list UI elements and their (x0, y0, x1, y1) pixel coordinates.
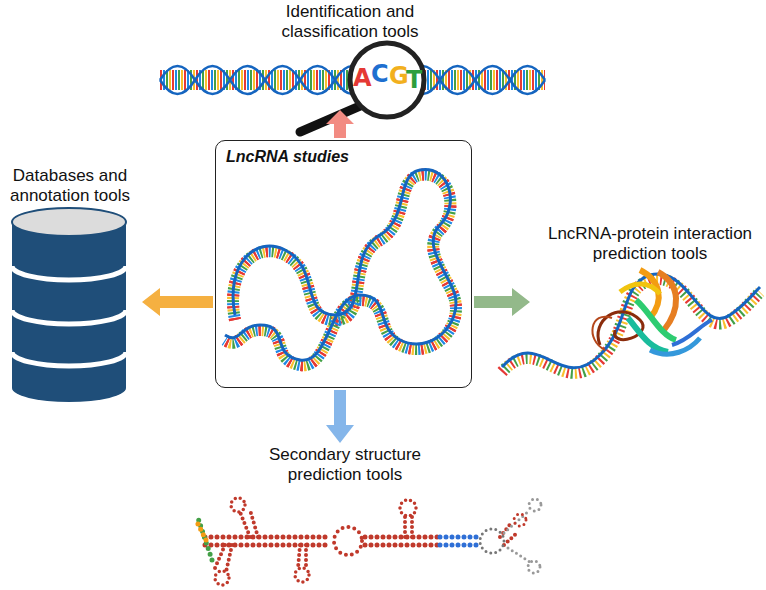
stem-multicolor (440, 537, 480, 545)
nucleotide-letter: T (406, 66, 422, 94)
protein-ribbon (672, 320, 712, 345)
loop (480, 529, 504, 553)
loop (295, 568, 309, 582)
tool-caption: Secondary structure prediction tools (255, 445, 435, 485)
magnifier-glass (350, 43, 424, 117)
nucleotide-letter: G (389, 62, 409, 90)
database-cylinder (12, 208, 126, 402)
stem-grey (504, 510, 530, 562)
magnifier (300, 43, 424, 132)
tool-caption: Databases and annotation tools (2, 166, 138, 206)
loop (215, 571, 229, 585)
loop (400, 500, 416, 516)
secondary-structure (196, 498, 541, 585)
box-title: LncRNA studies (226, 147, 461, 167)
rna-bases (225, 175, 456, 366)
tool-caption: LncRNA-protein interaction prediction to… (534, 224, 766, 264)
cylinder-band (12, 352, 126, 366)
magnifier-handle (300, 106, 360, 132)
rna-bases (225, 175, 456, 366)
cylinder-band (12, 266, 126, 280)
block-arrow (142, 288, 213, 316)
block-arrow (326, 110, 354, 138)
tool-group: LncRNA-protein interaction prediction to… (532, 224, 766, 400)
rna-bases (225, 175, 456, 366)
stem-rainbow (196, 520, 206, 540)
tool-caption: Identification and classification tools (260, 2, 440, 42)
rna-backbone (502, 274, 760, 368)
tool-group: Identification and classification tools (150, 2, 550, 108)
rna-bases (225, 175, 456, 366)
loop (334, 527, 362, 555)
loop (514, 514, 526, 526)
nucleotide-letter: C (371, 60, 389, 88)
nucleotide-letter: A (353, 64, 372, 92)
rna-bases (225, 175, 456, 366)
protein-ribbon (620, 284, 660, 294)
protein-ribbon (592, 317, 612, 350)
protein-ribbon (658, 272, 676, 330)
loop (528, 561, 540, 573)
tool-group: Databases and annotation tools (0, 166, 140, 402)
rna-backbone (225, 170, 456, 361)
rna-protein-complex (502, 270, 760, 373)
cylinder-band (12, 310, 126, 324)
tool-group: Secondary structure prediction tools (200, 445, 490, 587)
lncrna-strand (225, 170, 456, 366)
loop (231, 498, 245, 512)
stem-hairpins (215, 510, 518, 572)
cylinder-top (12, 208, 126, 236)
block-arrow (326, 390, 354, 443)
loop (529, 499, 541, 511)
protein-ribbon (628, 318, 668, 352)
block-arrow (474, 288, 530, 316)
study-box: LncRNA studies (215, 140, 472, 388)
cylinder-body (12, 222, 126, 402)
